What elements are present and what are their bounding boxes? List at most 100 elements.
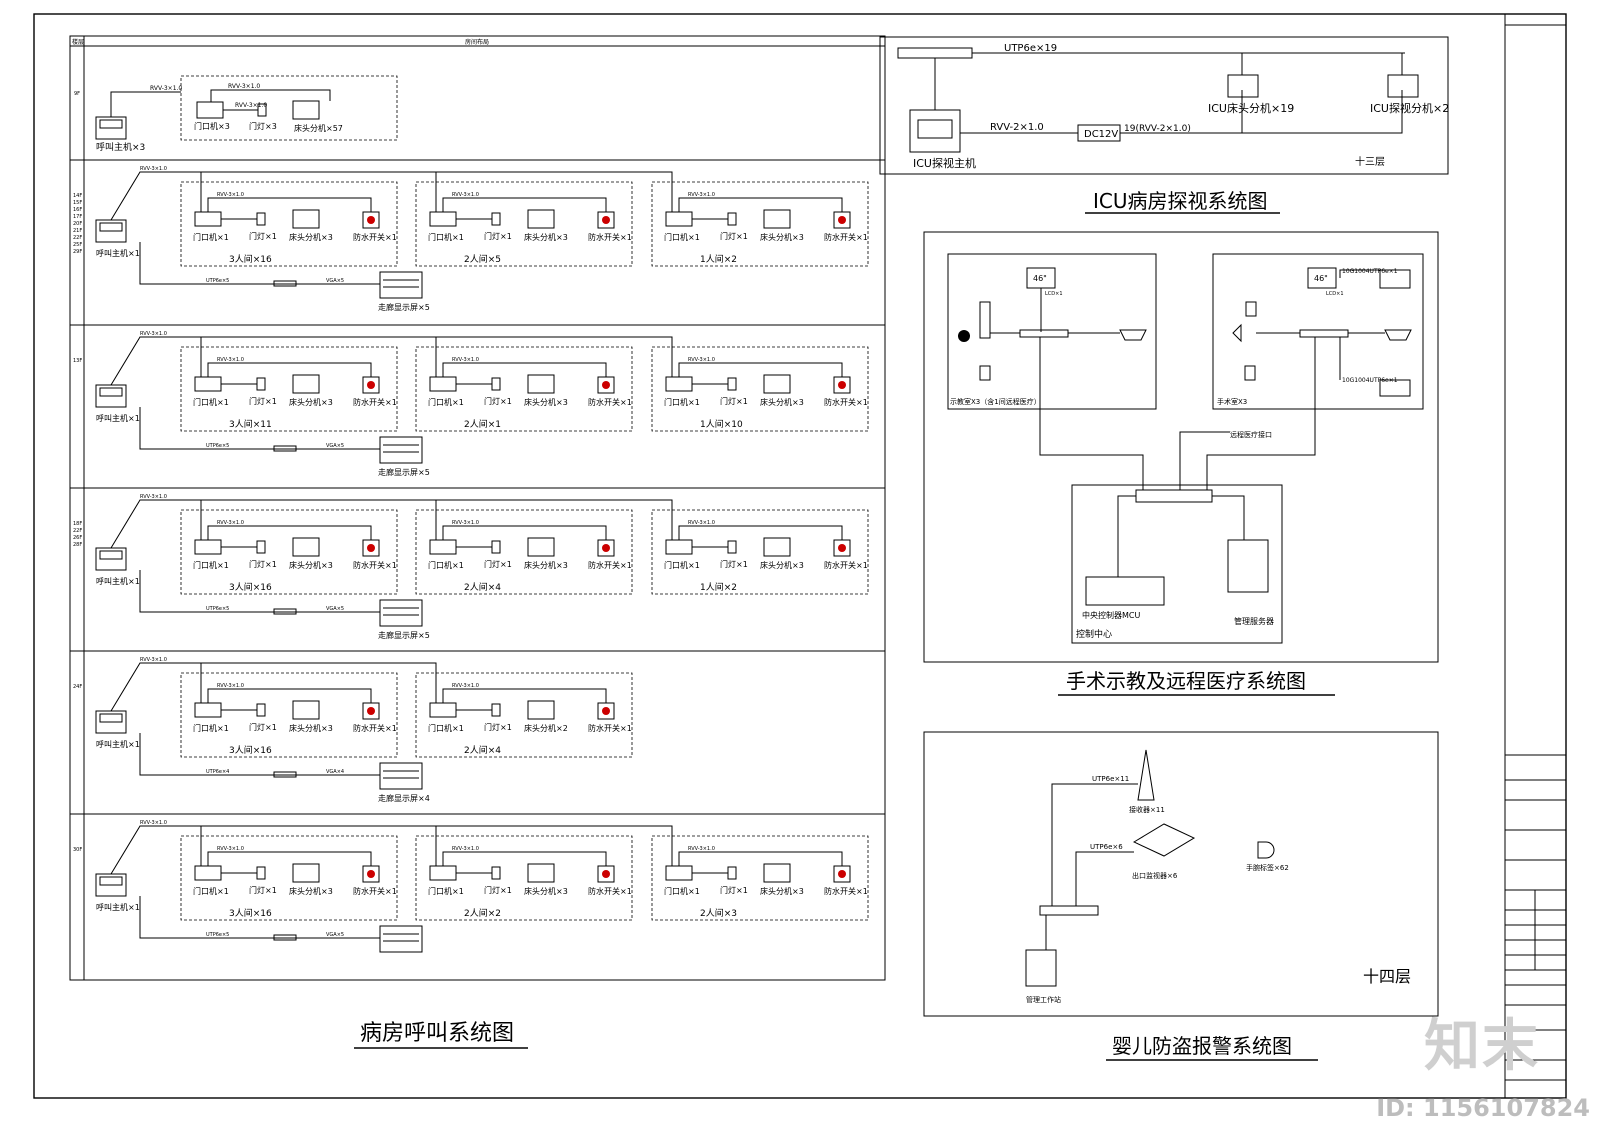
bed-unit-label: 床头分机×3 <box>760 560 804 570</box>
teaching-room-label: 示教室X3（含1间远程医疗） <box>950 397 1041 406</box>
monitor-icon <box>1307 267 1337 289</box>
floor-label: 28F <box>73 542 82 548</box>
call-host-label: 呼叫主机×1 <box>96 902 140 912</box>
link-label-2: 10G1004UTP6e×1 <box>1342 377 1398 384</box>
door-unit-icon <box>429 376 457 392</box>
ward-row-9f: 9F 呼叫主机×3 RVV-3×1.0 门口机×3 门灯×3 床头分机×57 R… <box>70 75 885 161</box>
bed-unit-label: 床头分机×3 <box>289 232 333 242</box>
room-group-box <box>415 835 633 921</box>
converter-icon <box>273 934 297 941</box>
floor-label: 21F <box>73 228 82 234</box>
water-switch-label: 防水开关×1 <box>353 886 397 896</box>
utp6-label: UTP6e×6 <box>1090 843 1123 851</box>
exit-monitor-label: 出口监视器×6 <box>1132 871 1178 880</box>
floor-label: 30F <box>73 847 82 853</box>
bed-unit-label: 床头分机×57 <box>294 123 343 133</box>
teaching-room-box <box>947 253 1157 410</box>
exit-monitor-icon <box>1132 823 1196 857</box>
floor-label: 15F <box>73 200 82 206</box>
door-unit-icon <box>194 702 222 718</box>
control-center-label: 控制中心 <box>1076 628 1112 640</box>
cable-label: RVV-3×1.0 <box>140 166 167 172</box>
door-unit-icon <box>429 211 457 227</box>
bed-unit-label: 床头分机×3 <box>524 397 568 407</box>
speaker-icon <box>1232 323 1242 343</box>
water-switch-button <box>602 870 610 878</box>
switch-icon <box>1299 329 1349 338</box>
room-group-box <box>415 672 633 758</box>
door-unit-label: 门口机×1 <box>193 397 229 407</box>
door-lamp-label: 门灯×1 <box>249 722 277 732</box>
door-lamp-label: 门灯×1 <box>720 396 748 406</box>
room-count-label: 3人间×11 <box>229 418 272 430</box>
cable-label: UTP6e×5 <box>206 606 229 612</box>
cable-label: RVV-3×1.0 <box>452 192 479 198</box>
door-lamp-icon <box>491 703 501 717</box>
cable-label: RVV-3×1.0 <box>688 192 715 198</box>
room-group-box <box>180 346 398 432</box>
room-group-box <box>180 672 398 758</box>
icu-host-label: ICU探视主机 <box>913 156 976 170</box>
room-count-label: 2人间×5 <box>464 253 501 265</box>
switch-icon <box>1019 329 1069 338</box>
water-switch-button <box>367 216 375 224</box>
door-lamp-icon <box>727 540 737 554</box>
cable-label: RVV-3×1.0 <box>235 102 267 109</box>
cable-label: RVV-3×1.0 <box>217 846 244 852</box>
room-count-label: 2人间×4 <box>464 581 501 593</box>
switch-icon <box>897 47 973 59</box>
bed-unit-icon <box>527 374 555 394</box>
floor-label: 25F <box>73 242 82 248</box>
cable-label: RVV-3×1.0 <box>140 494 167 500</box>
door-unit-label: 门口机×1 <box>428 723 464 733</box>
room-group-box <box>180 509 398 595</box>
cable-label: RVV-3×1.0 <box>228 83 260 90</box>
water-switch-button <box>838 381 846 389</box>
icu-visit-unit-label: ICU探视分机×2 <box>1370 101 1449 115</box>
cable-label: RVV-3×1.0 <box>452 846 479 852</box>
corridor-display-icon <box>379 599 423 627</box>
drawing-id: ID: 1156107824 <box>1376 1094 1590 1122</box>
bed-unit-icon <box>292 537 320 557</box>
call-host-label: 呼叫主机×1 <box>96 576 140 586</box>
control-center-box <box>1071 484 1283 644</box>
col-floor-header: 楼层 <box>72 38 84 46</box>
door-lamp-icon <box>256 540 266 554</box>
cable-label: VGA×5 <box>326 932 344 938</box>
corridor-display-icon <box>379 762 423 790</box>
bed-unit-label: 床头分机×3 <box>524 886 568 896</box>
water-switch-button <box>838 870 846 878</box>
door-unit-icon <box>194 376 222 392</box>
room-group-box <box>180 75 398 141</box>
door-lamp-icon <box>727 212 737 226</box>
door-lamp-icon <box>256 377 266 391</box>
icu-cable-mid: RVV-2×1.0 <box>990 122 1044 133</box>
door-unit-label: 门口机×1 <box>428 232 464 242</box>
door-unit-label: 门口机×1 <box>664 397 700 407</box>
door-unit-label: 门口机×1 <box>193 560 229 570</box>
water-switch-label: 防水开关×1 <box>824 232 868 242</box>
door-unit-label: 门口机×1 <box>664 886 700 896</box>
bed-unit-label: 床头分机×3 <box>524 560 568 570</box>
operating-room-label: 手术室X3 <box>1217 397 1247 406</box>
link-label-1: 10G1004UTP6e×1 <box>1342 268 1398 275</box>
bed-unit-icon <box>527 700 555 720</box>
bed-unit-icon <box>527 537 555 557</box>
surgery-title: 手术示教及远程医疗系统图 <box>1066 669 1306 693</box>
bed-unit-label: 床头分机×3 <box>289 886 333 896</box>
call-host-label: 呼叫主机×1 <box>96 413 140 423</box>
cable-label: RVV-3×1.0 <box>688 846 715 852</box>
water-switch-button <box>602 216 610 224</box>
mic-icon <box>958 330 970 342</box>
cable-label: RVV-3×1.0 <box>217 357 244 363</box>
cable-label: RVV-3×1.0 <box>140 331 167 337</box>
call-host-label: 呼叫主机×1 <box>96 248 140 258</box>
room-count-label: 3人间×16 <box>229 581 272 593</box>
door-unit-icon <box>194 865 222 881</box>
water-switch-button <box>602 544 610 552</box>
door-lamp-label: 门灯×1 <box>249 885 277 895</box>
bed-unit-label: 床头分机×3 <box>289 560 333 570</box>
infant-title: 婴儿防盗报警系统图 <box>1112 1034 1292 1058</box>
wrist-tag-label: 手腕标签×62 <box>1246 863 1289 872</box>
